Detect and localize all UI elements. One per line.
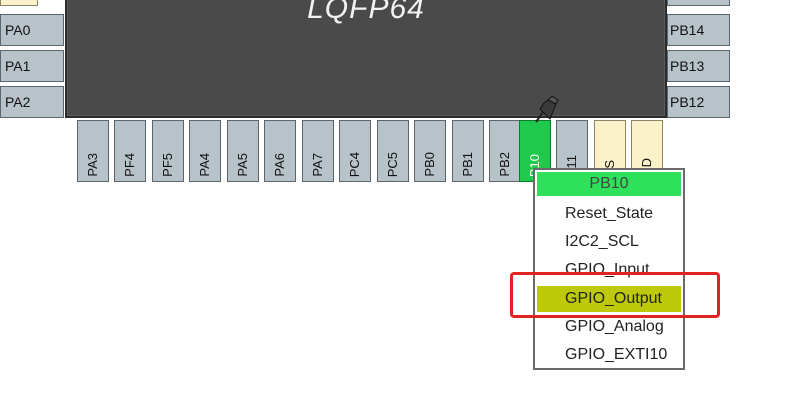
menu-item-reset-state[interactable]: Reset_State <box>565 205 654 222</box>
pin-label: PA5 <box>235 153 250 177</box>
pin-PB12[interactable]: PB12 <box>667 86 730 118</box>
pin-PA5[interactable]: PA5 <box>227 120 259 182</box>
menu-item-gpio-analog[interactable]: GPIO_Analog <box>565 318 664 335</box>
menu-item-gpio-output[interactable]: GPIO_Output <box>565 290 662 307</box>
pin-top-stub-left <box>0 0 38 6</box>
pin-label: PA4 <box>197 153 212 177</box>
annotation-highlight-box <box>510 272 720 318</box>
pin-PC5[interactable]: PC5 <box>377 120 409 182</box>
menu-item-i2c2-scl[interactable]: I2C2_SCL <box>565 233 639 250</box>
pin-PB14[interactable]: PB14 <box>667 14 730 46</box>
pin-PB2[interactable]: PB2 <box>489 120 521 182</box>
pin-label: PA7 <box>310 153 325 177</box>
pin-PA4[interactable]: PA4 <box>189 120 221 182</box>
pin-label: PF5 <box>160 153 175 177</box>
pin-PB1[interactable]: PB1 <box>452 120 484 182</box>
menu-highlight <box>537 286 681 312</box>
pin-label: PB1 <box>460 152 475 177</box>
mcu-chip: LQFP64 <box>65 0 667 118</box>
pin-PB13[interactable]: PB13 <box>667 50 730 82</box>
pushpin-icon <box>535 95 559 123</box>
pin-label: PB2 <box>497 152 512 177</box>
pin-PA2[interactable]: PA2 <box>0 86 64 118</box>
pin-PA7[interactable]: PA7 <box>302 120 334 182</box>
pin-PB0[interactable]: PB0 <box>414 120 446 182</box>
pin-function-menu: PB10 Reset_State I2C2_SCL GPIO_Input GPI… <box>533 168 685 370</box>
pin-PA3[interactable]: PA3 <box>77 120 109 182</box>
pin-PC4[interactable]: PC4 <box>339 120 371 182</box>
chip-package-label: LQFP64 <box>307 0 425 25</box>
menu-item-gpio-exti10[interactable]: GPIO_EXTI10 <box>565 346 668 363</box>
pin-PA1[interactable]: PA1 <box>0 50 64 82</box>
pin-label: PA3 <box>85 153 100 177</box>
pin-label: PC5 <box>385 151 400 177</box>
pin-PF4[interactable]: PF4 <box>114 120 146 182</box>
menu-header: PB10 <box>537 172 681 196</box>
pin-PA0[interactable]: PA0 <box>0 14 64 46</box>
pin-label: PB0 <box>422 152 437 177</box>
pin-label: PA6 <box>272 153 287 177</box>
pin-top-stub-right <box>667 0 730 6</box>
pin-label: PC4 <box>347 151 362 177</box>
pin-PA6[interactable]: PA6 <box>264 120 296 182</box>
pin-PF5[interactable]: PF5 <box>152 120 184 182</box>
pin-label: PF4 <box>122 153 137 177</box>
